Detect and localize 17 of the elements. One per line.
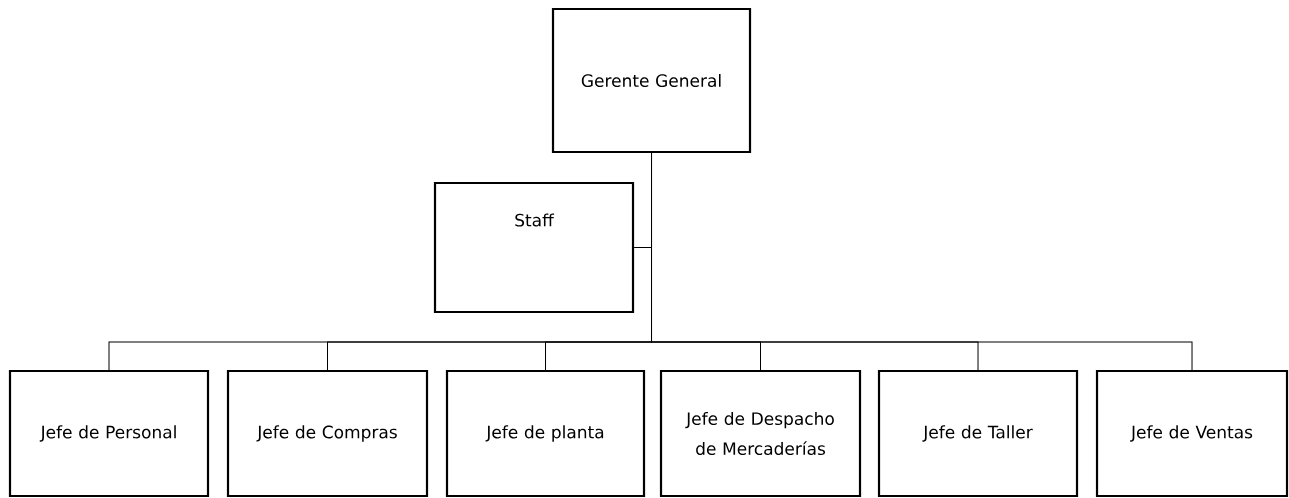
connector-line	[651, 152, 1193, 371]
org-box	[433, 181, 635, 314]
org-box	[445, 369, 646, 498]
box-label: Jefe de planta	[485, 425, 604, 442]
org-box	[226, 369, 429, 498]
box-label: Staff	[515, 213, 555, 227]
org-box	[8, 369, 210, 498]
org-box	[1095, 369, 1289, 498]
box-label: Jefe de Ventas	[1130, 425, 1253, 442]
org-box	[659, 369, 862, 498]
box-label: Jefe de Personal	[39, 425, 176, 442]
box-label: Jefe de Despacho de Mercaderías	[685, 411, 834, 456]
box-label: Jefe de Compras	[256, 425, 397, 442]
org-box	[551, 7, 752, 154]
org-box	[877, 369, 1079, 498]
box-label: Jefe de Taller	[922, 425, 1033, 442]
box-label: Gerente General	[581, 73, 721, 88]
